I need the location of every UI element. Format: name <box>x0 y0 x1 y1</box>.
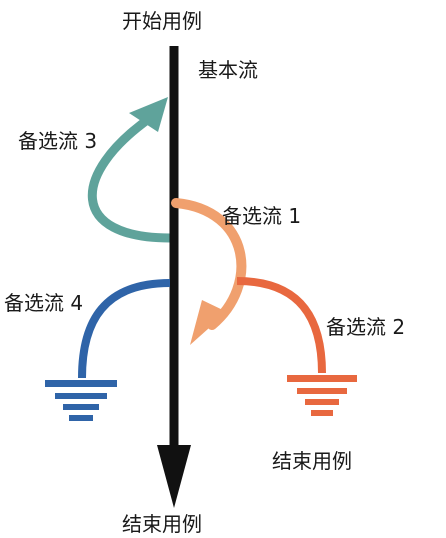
end-use-case-label-bottom: 结束用例 <box>122 512 202 536</box>
alt-flow-3-curve <box>87 113 175 243</box>
basic-flow-arrowhead <box>157 445 191 508</box>
start-use-case-label: 开始用例 <box>122 9 202 33</box>
alt-flow-4-end-terminal <box>45 380 117 421</box>
alt-flow-4-label: 备选流 4 <box>4 291 84 315</box>
basic-flow-label: 基本流 <box>198 58 258 82</box>
end-use-case-label-right: 结束用例 <box>272 449 352 473</box>
alt-flow-1-arrowhead <box>190 300 227 345</box>
alt-flow-3-arrowhead <box>129 97 168 132</box>
alt-flow-2-curve <box>236 277 326 374</box>
alt-flow-4-curve <box>78 279 171 379</box>
alt-flow-1-curve <box>171 198 247 330</box>
alt-flow-2-end-terminal <box>287 375 357 416</box>
alt-flow-1-label: 备选流 1 <box>222 204 302 228</box>
alt-flow-3-label: 备选流 3 <box>18 129 98 153</box>
alt-flow-2-label: 备选流 2 <box>326 315 406 339</box>
